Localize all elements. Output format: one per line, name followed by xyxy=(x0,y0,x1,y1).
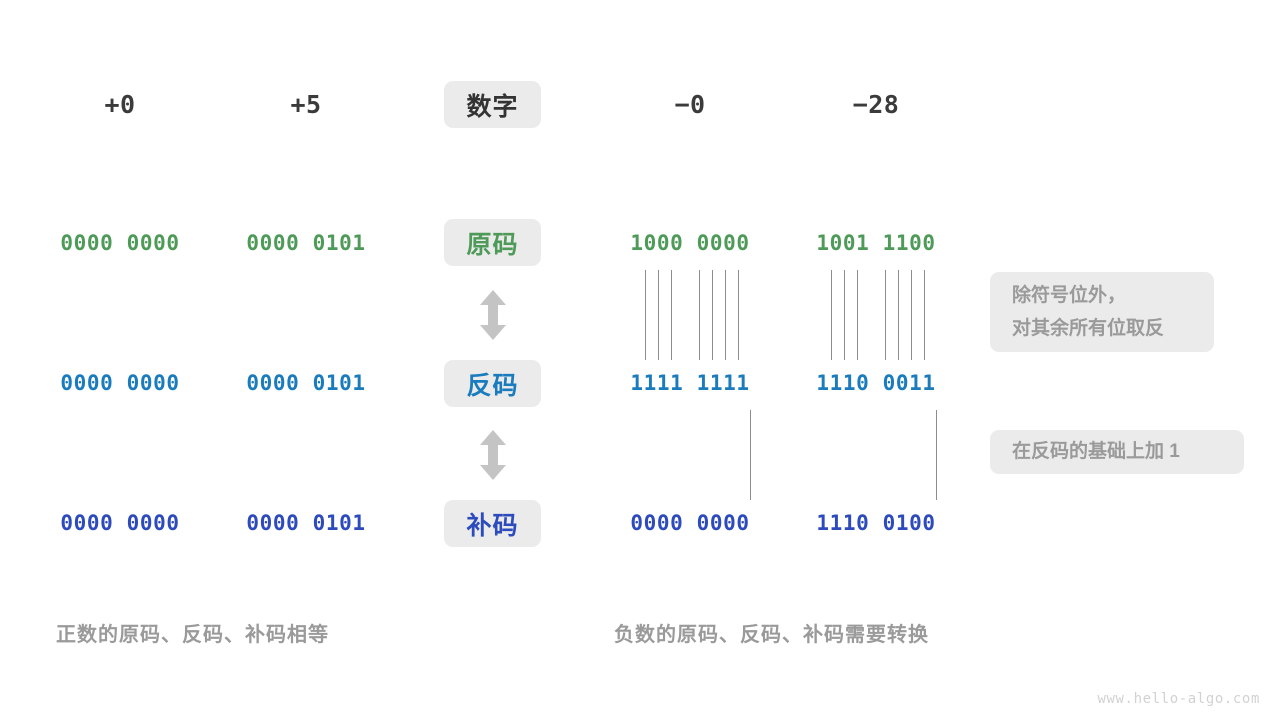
row-sign-magnitude-plus-zero-bits: 0000 0000 xyxy=(60,231,180,255)
double-arrow-ones-complement-to-twos-complement xyxy=(476,429,510,481)
header-pill-number: 数字 xyxy=(444,81,541,128)
row-ones-complement-minus-zero-bits: 1111 1111 xyxy=(630,371,750,395)
row-sign-magnitude-minus-twentyeight-bits: 1001 1100 xyxy=(816,231,936,255)
bit-connector-line xyxy=(885,270,886,360)
bit-connector-line xyxy=(645,270,646,360)
caption-positive-numbers: 正数的原码、反码、补码相等 xyxy=(56,624,329,646)
header-value-minus-twentyeight: −28 xyxy=(852,89,900,119)
row-ones-complement-plus-five-bits: 0000 0101 xyxy=(246,371,366,395)
row-pill-sign-magnitude: 原码 xyxy=(444,219,541,266)
row-twos-complement-plus-five-bits: 0000 0101 xyxy=(246,511,366,535)
row-sign-magnitude-plus-five-bits: 0000 0101 xyxy=(246,231,366,255)
watermark-url: www.hello-algo.com xyxy=(1097,691,1260,707)
bit-connector-line xyxy=(699,270,700,360)
header-value-plus-five: +5 xyxy=(290,89,322,119)
row-sign-magnitude-minus-zero-bits: 1000 0000 xyxy=(630,231,750,255)
caption-negative-numbers: 负数的原码、反码、补码需要转换 xyxy=(614,624,929,646)
row-twos-complement-minus-twentyeight-bits: 1110 0100 xyxy=(816,511,936,535)
carry-connector-line xyxy=(750,410,751,500)
row-ones-complement-minus-twentyeight-bits: 1110 0011 xyxy=(816,371,936,395)
bit-connector-line xyxy=(924,270,925,360)
double-headed-arrow-icon xyxy=(480,290,506,340)
bit-connector-line xyxy=(911,270,912,360)
note-invert-bits: 除符号位外， 对其余所有位取反 xyxy=(990,272,1214,352)
row-twos-complement-plus-zero-bits: 0000 0000 xyxy=(60,511,180,535)
bit-connector-line xyxy=(844,270,845,360)
bit-connector-line xyxy=(831,270,832,360)
bit-connector-line xyxy=(671,270,672,360)
bit-connector-line xyxy=(658,270,659,360)
row-twos-complement-minus-zero-bits: 0000 0000 xyxy=(630,511,750,535)
row-pill-twos-complement: 补码 xyxy=(444,500,541,547)
bit-connector-line xyxy=(712,270,713,360)
double-headed-arrow-icon xyxy=(480,430,506,480)
row-pill-ones-complement: 反码 xyxy=(444,360,541,407)
header-value-plus-zero: +0 xyxy=(104,89,136,119)
note-add-one: 在反码的基础上加 1 xyxy=(990,430,1244,474)
double-arrow-sign-magnitude-to-ones-complement xyxy=(476,289,510,341)
bit-connector-line xyxy=(898,270,899,360)
row-ones-complement-plus-zero-bits: 0000 0000 xyxy=(60,371,180,395)
bit-connector-line xyxy=(725,270,726,360)
carry-connector-line xyxy=(936,410,937,500)
header-value-minus-zero: −0 xyxy=(674,89,706,119)
bit-connector-line xyxy=(857,270,858,360)
bit-connector-line xyxy=(738,270,739,360)
